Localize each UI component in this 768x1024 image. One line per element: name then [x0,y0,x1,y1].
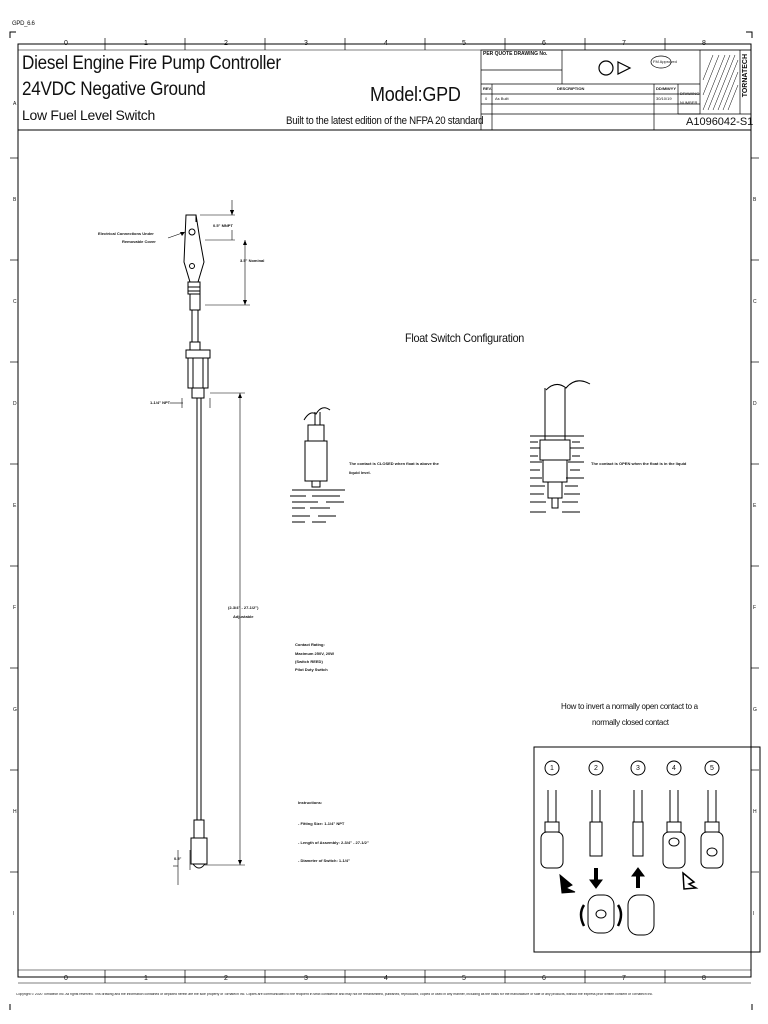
instructions-label: Instructions: [298,800,323,805]
open-note: The contact is OPEN when the float is in… [591,461,687,466]
zone-col-8: 8 [702,40,706,47]
reed-label: (Switch REED) [295,659,323,664]
rev-value: 0 [485,96,488,101]
zone-row-c-right: C [753,299,757,305]
zone-col-7-bottom: 7 [622,975,626,982]
number-label: NUMBER [680,100,698,105]
per-quote-label: PER QUOTE DRAWING No. [483,51,548,57]
zone-row-h: H [13,809,17,815]
zone-row-e-right: E [753,503,757,509]
step-4: 4 [672,765,676,772]
zone-row-i: I [13,911,15,917]
zone-row-f-right: F [753,605,757,611]
title-line-1: Diesel Engine Fire Pump Controller [22,53,281,74]
range-label: (2-3/4" - 27-1/2") [228,605,259,610]
zone-row-g-right: G [753,707,757,713]
zone-row-b: B [13,197,17,203]
assembly-length: - Length of Assembly: 2-3/4" - 27-1/2" [298,840,369,845]
removable-label: Removable Cover [122,239,156,244]
date-header: DD/MM/YY [656,86,676,91]
zone-col-0-bottom: 0 [64,975,68,982]
nominal-label: 3.5" Nominal [240,258,265,263]
zone-row-a: A [13,101,17,107]
zone-row-d: D [13,401,17,407]
invert-title-2: normally closed contact [592,718,669,727]
sheet-id: GPD_6.6 [12,21,35,27]
zone-col-6-bottom: 6 [542,975,546,982]
adjustable-label: Adjustable [233,614,254,619]
switch-diameter: - Diameter of Switch: 1-1/4" [298,858,350,863]
zone-row-f: F [13,605,17,611]
zone-row-c: C [13,299,17,305]
copyright-notice: Copyright © 2020 Tornatech Inc. All righ… [16,993,654,996]
max-rating: Maximum 250V, 20W [295,651,334,656]
drawing-label: DRAWING [680,91,700,96]
float-config-title: Float Switch Configuration [405,331,525,345]
zone-row-d-right: D [753,401,757,407]
zone-col-0: 0 [64,40,68,47]
zone-col-4-bottom: 4 [384,975,388,982]
step-2: 2 [594,765,598,772]
closed-note-1: The contact is CLOSED when float is abov… [349,461,439,466]
drawing-number: A1096042-S1 [686,116,754,128]
npt-114-label: 1-1/4" NPT [150,400,171,405]
zone-col-1-bottom: 1 [144,975,148,982]
zone-row-h-right: H [753,809,757,815]
standard-note: Built to the latest edition of the NFPA … [286,115,484,127]
zone-row-i-right: I [753,911,755,917]
npt-05-label: 0.5" MNPT [213,223,233,228]
contact-rating-label: Contact Rating: [295,642,325,647]
pilot-label: Pilot Duty Switch [295,667,328,672]
zone-row-b-right: B [753,197,757,203]
electrical-label: Electrical Connections Under [98,231,154,236]
zone-row-g: G [13,707,17,713]
zone-col-6: 6 [542,40,546,47]
zone-col-8-bottom: 8 [702,975,706,982]
step-1: 1 [550,765,554,772]
zone-row-e: E [13,503,17,509]
zone-col-2: 2 [224,40,228,47]
zone-col-2-bottom: 2 [224,975,228,982]
zone-col-4: 4 [384,40,388,47]
zone-col-3-bottom: 3 [304,975,308,982]
title-line-3: Low Fuel Level Switch [22,107,155,123]
step-3: 3 [636,765,640,772]
closed-note-2: liquid level. [349,470,371,475]
zone-col-3: 3 [304,40,308,47]
dim-05-label: 0.5" [174,856,182,861]
fitting-size: - Fitting Size: 1-1/4" NPT [298,821,345,826]
title-line-2: 24VDC Negative Ground [22,79,206,100]
model-label: Model:GPD [370,84,461,106]
zone-col-5: 5 [462,40,466,47]
approval-badge: FM Approved [653,59,677,64]
rev-header: REV. [483,86,492,91]
invert-title-1: How to invert a normally open contact to… [561,702,698,711]
zone-col-7: 7 [622,40,626,47]
brand-logo: TORNATECH [742,54,749,98]
date-value: 30/10/19 [656,96,672,101]
step-5: 5 [710,765,714,772]
zone-col-5-bottom: 5 [462,975,466,982]
description-value: As Built [495,96,509,101]
description-header: DESCRIPTION [557,86,585,91]
zone-col-1: 1 [144,40,148,47]
